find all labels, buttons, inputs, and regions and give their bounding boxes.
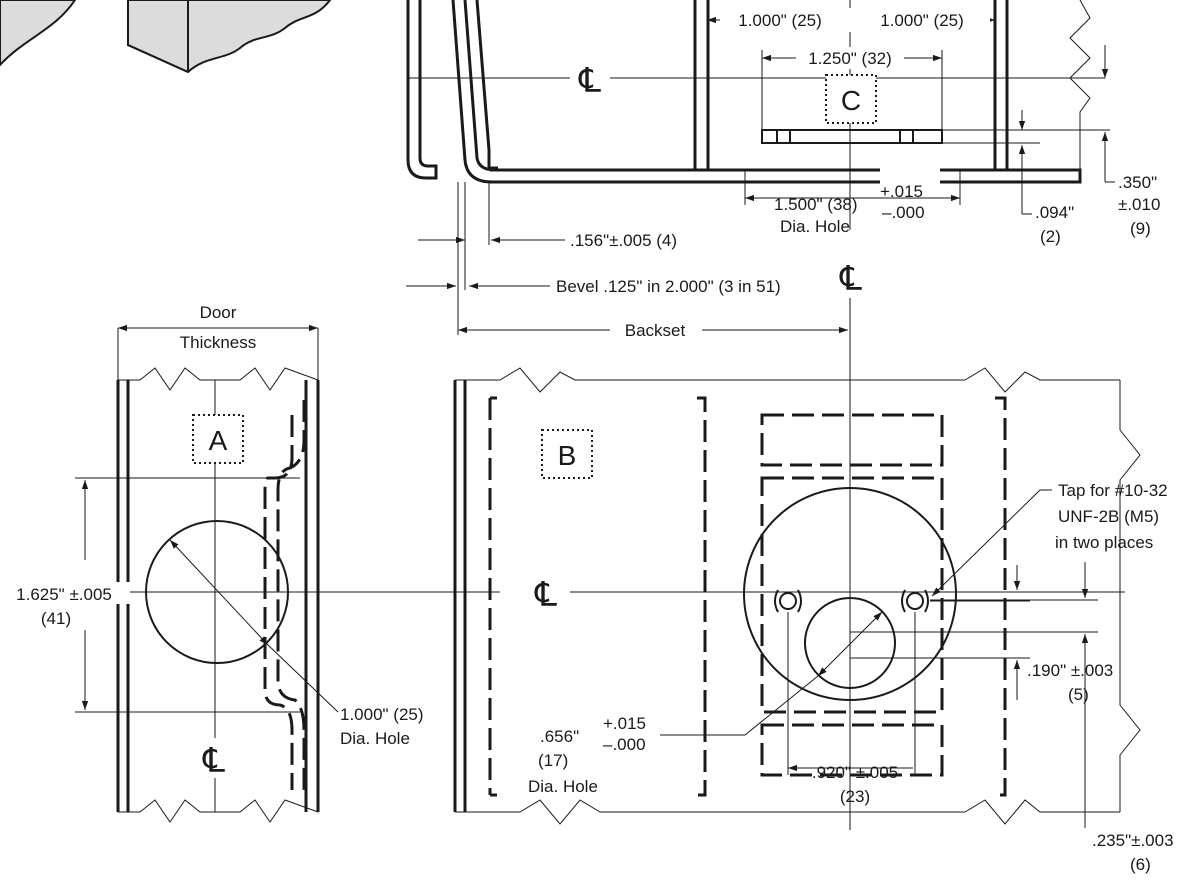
dim-hole-1000: 1.000" (25)	[340, 705, 424, 724]
dim-dia-hole-mid: Dia. Hole	[528, 777, 598, 796]
view-tags: C A B	[192, 74, 877, 479]
dim-dia-hole-left: Dia. Hole	[340, 729, 410, 748]
dim-tap-3: in two places	[1055, 533, 1153, 552]
dim-tol-plus-top: +.015	[880, 182, 923, 201]
centerline-symbol-c: ℄	[578, 62, 601, 100]
centerline-symbol-b: ℄	[534, 576, 557, 614]
dim-350-mm: (9)	[1130, 219, 1151, 238]
view-a-door-edge	[75, 324, 500, 823]
dim-dia-hole-top: Dia. Hole	[780, 217, 850, 236]
dim-offset-235: .235"±.003	[1092, 831, 1174, 850]
dim-094: .094"	[1035, 203, 1074, 222]
dim-door-thickness-2: Thickness	[180, 333, 257, 352]
dim-350: .350"	[1118, 173, 1157, 192]
centerline-symbol-backset: ℄	[839, 260, 862, 298]
dim-hole-656-mm: (17)	[538, 751, 568, 770]
view-b-door-face	[453, 292, 1141, 830]
dimension-labels: 1.000" (25) 1.000" (25) 1.250" (32) 1.50…	[0, 8, 1174, 874]
dim-vert-1625-mm: (41)	[41, 609, 71, 628]
dim-tol-minus-mid: –.000	[603, 735, 646, 754]
dim-spacing-920: .920" ±.005	[812, 763, 898, 782]
dim-tap-1: Tap for #10-32	[1058, 481, 1168, 500]
dim-spacing-920-mm: (23)	[840, 787, 870, 806]
dim-tap-2: UNF-2B (M5)	[1058, 507, 1159, 526]
dim-edge-156: .156"±.005 (4)	[570, 231, 677, 250]
view-a-tag: A	[209, 425, 228, 456]
dim-094-mm: (2)	[1040, 227, 1061, 246]
dim-hole-1500: 1.500" (38)	[774, 195, 858, 214]
dim-350-tol: ±.010	[1118, 195, 1160, 214]
view-b-tag: B	[558, 440, 577, 471]
dim-offset-190: .190" ±.003	[1027, 661, 1113, 680]
view-c-dimensions	[406, 0, 1115, 335]
dim-offset-235-mm: (6)	[1130, 855, 1151, 874]
dim-hole-656: .656"	[540, 727, 579, 746]
dim-tol-minus-top: –.000	[882, 203, 925, 222]
dim-width-1250: 1.250" (32)	[808, 49, 892, 68]
dim-top-right-1000: 1.000" (25)	[880, 11, 964, 30]
view-c-tag: C	[841, 85, 861, 116]
dim-top-left-1000: 1.000" (25)	[738, 11, 822, 30]
view-c-section	[406, 0, 1091, 184]
dim-tol-plus-mid: +.015	[603, 714, 646, 733]
dim-bevel: Bevel .125" in 2.000" (3 in 51)	[556, 277, 781, 296]
dim-door-thickness-1: Door	[200, 303, 237, 322]
dim-offset-190-mm: (5)	[1068, 685, 1089, 704]
centerline-symbol-a: ℄	[202, 742, 225, 780]
dim-backset: Backset	[625, 321, 686, 340]
wall-section	[0, 0, 332, 74]
centerline-symbols: ℄ ℄ ℄ ℄	[195, 58, 869, 780]
dim-vert-1625: 1.625" ±.005	[16, 585, 112, 604]
